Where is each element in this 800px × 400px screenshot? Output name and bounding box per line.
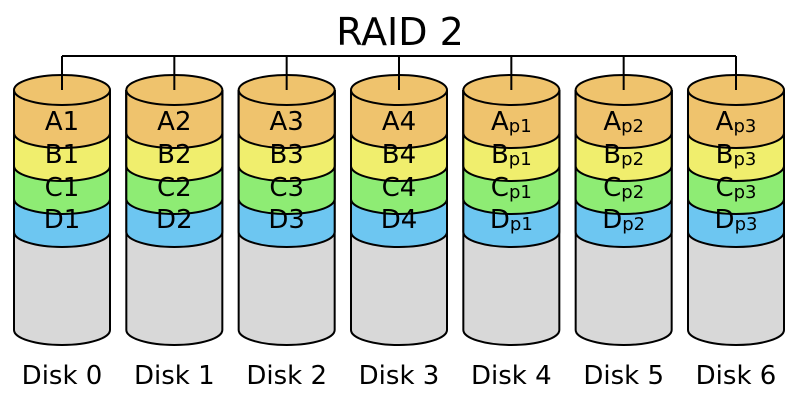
block-label: D2 (156, 205, 193, 235)
block-band-a (462, 90, 561, 149)
disk-name-label: Disk 2 (246, 361, 327, 391)
block-label: Cp2 (603, 173, 644, 203)
disk-name-label: Disk 4 (471, 361, 552, 391)
block-label: Dp3 (715, 205, 758, 235)
block-label: Dp1 (490, 205, 533, 235)
block-label: Dp2 (602, 205, 645, 235)
block-label: B2 (157, 140, 191, 170)
block-label: A3 (270, 107, 304, 137)
block-band-a (350, 90, 448, 149)
disk-name-label: Disk 3 (359, 361, 440, 391)
block-label: Ap2 (603, 107, 644, 137)
block-label: Bp2 (603, 140, 644, 170)
block-label: Bp3 (716, 140, 757, 170)
block-label: C4 (382, 173, 417, 203)
block-label: D3 (268, 205, 305, 235)
block-label: A4 (382, 107, 416, 137)
disk-name-label: Disk 5 (583, 361, 664, 391)
block-label: Cp1 (491, 173, 532, 203)
block-band-a (574, 90, 673, 149)
block-label: C3 (269, 173, 304, 203)
disk-name-label: Disk 1 (134, 361, 215, 391)
block-label: A1 (45, 107, 79, 137)
block-label: Bp1 (491, 140, 532, 170)
block-label: B1 (45, 140, 79, 170)
block-band-a (237, 90, 336, 149)
block-label: Ap1 (491, 107, 532, 137)
diagram-title: RAID 2 (336, 10, 464, 54)
disk-name-label: Disk 0 (22, 361, 103, 391)
block-band-a (125, 90, 224, 149)
block-label: A2 (157, 107, 191, 137)
block-label: B4 (382, 140, 416, 170)
block-label: Cp3 (715, 173, 756, 203)
block-label: B3 (269, 140, 303, 170)
block-band-a (13, 90, 111, 149)
block-label: Ap3 (716, 107, 757, 137)
block-label: C2 (157, 173, 192, 203)
disk-name-label: Disk 6 (696, 361, 777, 391)
block-label: C1 (45, 173, 80, 203)
block-label: D1 (44, 205, 81, 235)
bus-connector-line (61, 55, 737, 90)
block-band-a (687, 90, 785, 149)
block-label: D4 (381, 205, 418, 235)
